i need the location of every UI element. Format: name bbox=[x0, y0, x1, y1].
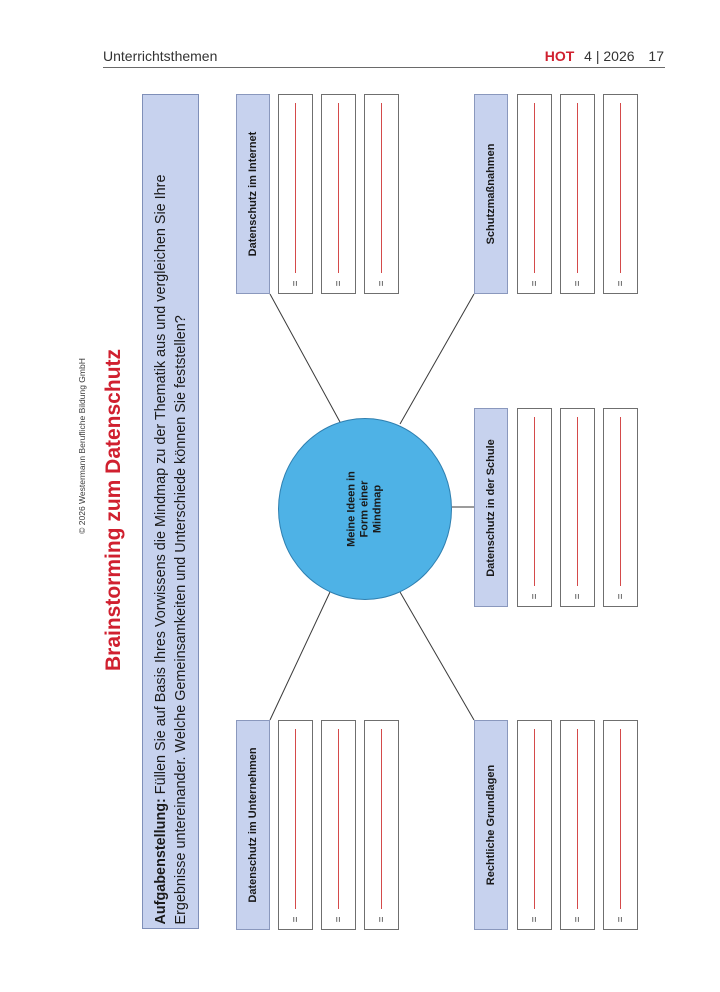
bullet-mark: = bbox=[290, 916, 301, 923]
mindmap-center: Meine Ideen in Form einer Mindmap bbox=[278, 418, 452, 600]
bullet-mark: = bbox=[376, 280, 387, 287]
bullet-mark: = bbox=[529, 280, 540, 287]
connector-rechtliche-grundlagen bbox=[399, 591, 475, 721]
writing-line bbox=[380, 729, 382, 909]
bullet-mark: = bbox=[529, 593, 540, 600]
bullet-mark: = bbox=[572, 593, 583, 600]
answer-field[interactable]: = bbox=[560, 94, 595, 294]
topic-datenschutz-internet: Datenschutz im Internet bbox=[236, 94, 270, 294]
topic-label: Datenschutz im Unternehmen bbox=[247, 747, 259, 903]
answer-field[interactable]: = bbox=[278, 720, 313, 930]
answer-field[interactable]: = bbox=[517, 94, 552, 294]
writing-line bbox=[619, 103, 621, 273]
bullet-mark: = bbox=[290, 280, 301, 287]
topic-label: Datenschutz in der Schule bbox=[485, 438, 497, 577]
answer-field[interactable]: = bbox=[364, 720, 399, 930]
topic-label: Schutzmaßnahmen bbox=[485, 143, 497, 245]
writing-line bbox=[533, 729, 535, 909]
topic-label: Rechtliche Grundlagen bbox=[485, 764, 497, 886]
answer-field[interactable]: = bbox=[278, 94, 313, 294]
bullet-mark: = bbox=[615, 593, 626, 600]
topic-label: Datenschutz im Internet bbox=[247, 131, 259, 257]
mindmap-center-label: Meine Ideen in Form einer Mindmap bbox=[345, 471, 384, 547]
answer-field[interactable]: = bbox=[517, 720, 552, 930]
topic-datenschutz-schule: Datenschutz in der Schule bbox=[474, 408, 508, 607]
bullet-mark: = bbox=[376, 916, 387, 923]
writing-line bbox=[533, 103, 535, 273]
writing-line bbox=[576, 729, 578, 909]
answer-field[interactable]: = bbox=[603, 408, 638, 607]
topic-schutzmassnahmen: Schutzmaßnahmen bbox=[474, 94, 508, 294]
connector-schutzmassnahmen bbox=[399, 293, 475, 425]
answer-field[interactable]: = bbox=[321, 94, 356, 294]
connector-unternehmen bbox=[269, 591, 331, 721]
writing-line bbox=[619, 729, 621, 909]
bullet-mark: = bbox=[333, 280, 344, 287]
writing-line bbox=[294, 103, 296, 273]
answer-field[interactable]: = bbox=[517, 408, 552, 607]
header-meta: HOT 4 | 2026 17 bbox=[545, 48, 664, 64]
writing-line bbox=[619, 417, 621, 586]
answer-field[interactable]: = bbox=[603, 94, 638, 294]
connector-internet bbox=[269, 293, 341, 423]
topic-datenschutz-unternehmen: Datenschutz im Unternehmen bbox=[236, 720, 270, 930]
magazine-brand: HOT bbox=[544, 48, 575, 64]
bullet-mark: = bbox=[572, 916, 583, 923]
bullet-mark: = bbox=[615, 916, 626, 923]
writing-line bbox=[533, 417, 535, 586]
task-box: Aufgabenstellung: Füllen Sie auf Basis I… bbox=[142, 94, 199, 929]
bullet-mark: = bbox=[615, 280, 626, 287]
writing-line bbox=[294, 729, 296, 909]
bullet-mark: = bbox=[333, 916, 344, 923]
answer-field[interactable]: = bbox=[560, 408, 595, 607]
page-number: 17 bbox=[648, 48, 664, 64]
answer-field[interactable]: = bbox=[321, 720, 356, 930]
answer-field[interactable]: = bbox=[603, 720, 638, 930]
writing-line bbox=[337, 729, 339, 909]
writing-line bbox=[337, 103, 339, 273]
section-title: Unterrichtsthemen bbox=[103, 48, 218, 64]
header-divider bbox=[103, 67, 665, 68]
bullet-mark: = bbox=[529, 916, 540, 923]
bullet-mark: = bbox=[572, 280, 583, 287]
answer-field[interactable]: = bbox=[364, 94, 399, 294]
answer-field[interactable]: = bbox=[560, 720, 595, 930]
writing-line bbox=[576, 103, 578, 273]
issue-number: 4 | 2026 bbox=[584, 48, 635, 64]
topic-rechtliche-grundlagen: Rechtliche Grundlagen bbox=[474, 720, 508, 930]
writing-line bbox=[576, 417, 578, 586]
writing-line bbox=[380, 103, 382, 273]
